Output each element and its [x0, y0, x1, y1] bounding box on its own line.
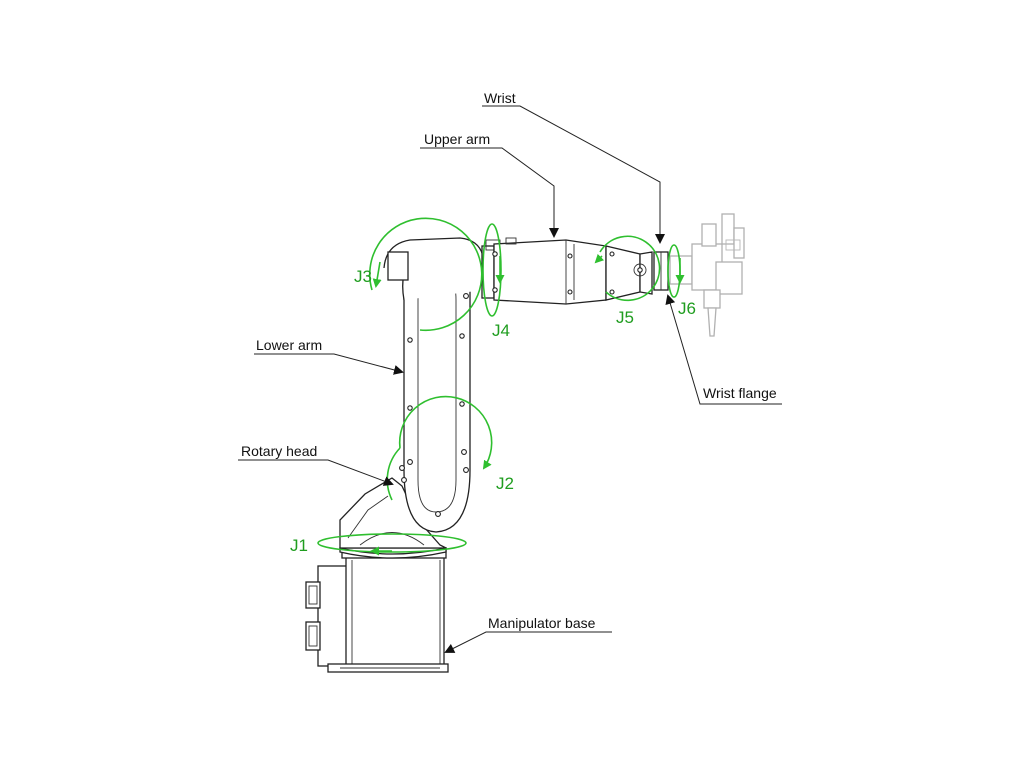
j5-rotation-arrow: [599, 235, 661, 302]
j1-label: J1: [290, 536, 308, 555]
j6-label: J6: [678, 299, 696, 318]
rotary-head-label: Rotary head: [241, 443, 317, 459]
leader-lines: [238, 105, 782, 653]
lower-arm: [399, 245, 485, 533]
j2-rotation-arrow: [398, 395, 493, 470]
manipulator-base: [305, 547, 449, 673]
j3-housing: [383, 237, 485, 290]
j1-rotation-arrow: [317, 533, 467, 553]
wrist-label: Wrist: [484, 90, 516, 106]
rotation-indicators: [317, 217, 685, 556]
j2-label: J2: [496, 474, 514, 493]
j5-label: J5: [616, 308, 634, 327]
upper-arm: [481, 237, 641, 305]
wrist: [633, 251, 653, 295]
manipulator-base-label: Manipulator base: [488, 615, 596, 631]
j4-label: J4: [492, 321, 510, 340]
upper-arm-label: Upper arm: [424, 131, 490, 147]
j3-label: J3: [354, 267, 372, 286]
j3-rotation-arrow: [369, 217, 483, 332]
lower-arm-label: Lower arm: [256, 337, 322, 353]
end-effector-tool: [669, 213, 745, 337]
j4-rotation-arrow: [482, 223, 502, 317]
wrist-flange-label: Wrist flange: [703, 385, 777, 401]
